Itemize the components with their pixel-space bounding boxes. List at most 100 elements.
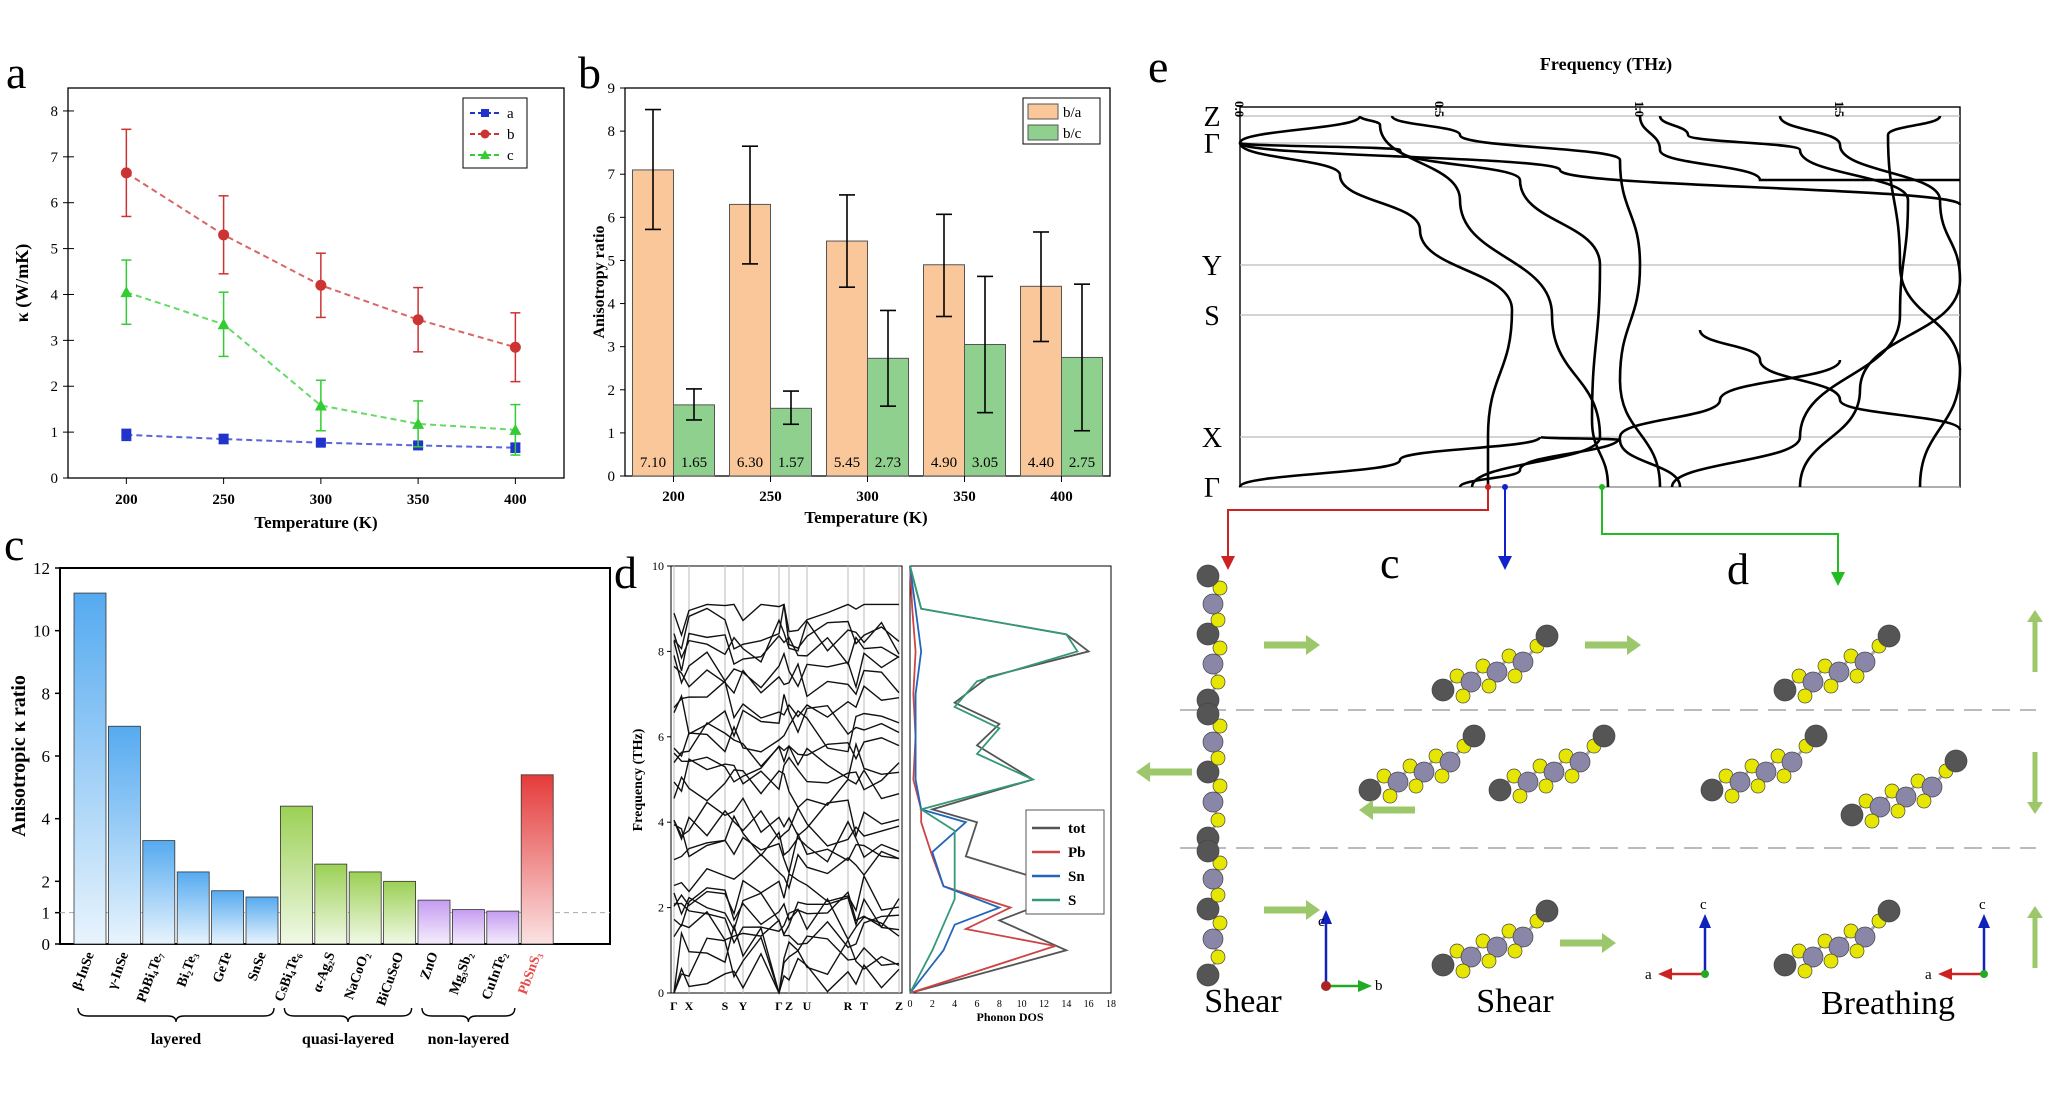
bar: [176, 871, 210, 945]
y-tick-label: 1: [42, 904, 51, 923]
atom-s: [1210, 750, 1226, 766]
k-label: Γ: [1204, 129, 1220, 160]
x-tick-label: 1.5: [1832, 101, 1847, 118]
data-point: [509, 423, 522, 435]
phonon-band: [673, 756, 900, 793]
legend-marker: [481, 109, 489, 117]
phonon-band: [673, 632, 900, 672]
panel-c-ylabel: Anisotropic κ ratio: [8, 675, 30, 837]
k-label: Y: [739, 999, 748, 1013]
phonon-band: [673, 814, 900, 863]
atom-s: [1507, 668, 1523, 684]
atom-s: [1797, 963, 1813, 979]
bar: [314, 863, 348, 945]
atom-s: [1916, 793, 1932, 809]
phonon-branch: [1886, 115, 1962, 488]
k-label: Z: [1203, 102, 1220, 133]
atom-pb: [1804, 724, 1828, 748]
panel-e-xlabel: Frequency (THz): [1540, 54, 1672, 75]
k-label: Z: [785, 999, 793, 1013]
y-tick-label: 10: [652, 559, 664, 573]
atom-pb: [1877, 899, 1901, 923]
data-label: 1.57: [778, 455, 805, 471]
atom-sn: [1413, 761, 1435, 783]
dos-tick-label: 0: [908, 999, 913, 1010]
k-label: U: [803, 999, 812, 1013]
panel-d-dos-xlabel: Phonon DOS: [976, 1010, 1043, 1024]
category-label: SnSe: [246, 950, 270, 983]
phonon-band: [673, 721, 900, 768]
data-point: [120, 286, 133, 298]
mode-label-shear-2: Shear: [1476, 983, 1554, 1020]
atom-sn: [1202, 791, 1224, 813]
dos-curve-tot: [909, 565, 1091, 994]
phonon-branch: [1698, 329, 1962, 431]
atom-s: [1776, 768, 1792, 784]
y-tick-label: 1: [51, 425, 59, 441]
category-label: γ-InSe: [105, 950, 133, 992]
atom-sn: [1781, 751, 1803, 773]
atom-s: [1408, 778, 1424, 794]
axis-triad-ca-1: c a: [1645, 897, 1711, 983]
x-tick-label: 200: [115, 492, 138, 508]
atom-pb: [1196, 963, 1220, 987]
legend-marker: [480, 150, 490, 159]
y-tick-label: 8: [658, 644, 664, 658]
category-label: CuInTe₂: [479, 950, 510, 1002]
category-label: Mg₃Sb₂: [447, 950, 476, 997]
data-label: 3.05: [972, 455, 998, 471]
dos-tick-label: 14: [1061, 999, 1071, 1010]
atom-s: [1481, 678, 1497, 694]
atom-pb: [1773, 953, 1797, 977]
dos-tick-label: 2: [930, 999, 935, 1010]
atom-s: [1210, 674, 1226, 690]
category-label: PbSnS₃: [516, 950, 545, 996]
phonon-band: [673, 603, 899, 638]
data-point: [218, 229, 230, 241]
y-tick-label: 8: [51, 104, 59, 120]
svg-text:c: c: [1979, 897, 1986, 913]
y-tick-label: 6: [658, 730, 664, 744]
bar: [417, 899, 451, 945]
atom-sn: [1387, 771, 1409, 793]
data-label: 2.75: [1069, 455, 1095, 471]
y-tick-label: 6: [42, 747, 51, 766]
y-tick-label: 0: [608, 469, 616, 485]
k-label: R: [844, 999, 853, 1013]
atom-s: [1512, 788, 1528, 804]
axis-triad-cb: c b: [1318, 910, 1383, 994]
y-tick-label: 3: [608, 340, 616, 356]
y-tick-label: 2: [608, 383, 616, 399]
phonon-branch: [1238, 115, 1602, 488]
legend-marker: [480, 129, 490, 139]
y-tick-label: 0: [51, 471, 59, 487]
phonon-band: [673, 768, 900, 809]
atom-s: [1212, 640, 1228, 656]
legend-label: b/c: [1063, 126, 1082, 142]
bar: [211, 890, 245, 945]
k-label: S: [1204, 301, 1220, 332]
atom-s: [1823, 678, 1839, 694]
dos-tick-label: 12: [1039, 999, 1049, 1010]
atom-sn: [1828, 936, 1850, 958]
data-label: 5.45: [834, 455, 860, 471]
y-tick-label: 4: [658, 815, 664, 829]
atom-sn: [1569, 751, 1591, 773]
bar: [142, 840, 176, 945]
y-tick-label: 12: [33, 559, 50, 578]
data-point: [412, 417, 425, 429]
y-tick-label: 4: [51, 287, 59, 303]
atom-sn: [1486, 936, 1508, 958]
displacement-arrowhead: [1306, 900, 1320, 920]
dos-tick-label: 6: [975, 999, 980, 1010]
y-tick-label: 8: [42, 684, 51, 703]
atom-s: [1564, 768, 1580, 784]
phonon-branch: [1238, 141, 1962, 207]
y-tick-label: 0: [658, 986, 664, 1000]
atom-s: [1864, 813, 1880, 829]
k-label: Γ: [1204, 473, 1220, 504]
atom-s: [1724, 788, 1740, 804]
y-tick-label: 6: [608, 210, 616, 226]
